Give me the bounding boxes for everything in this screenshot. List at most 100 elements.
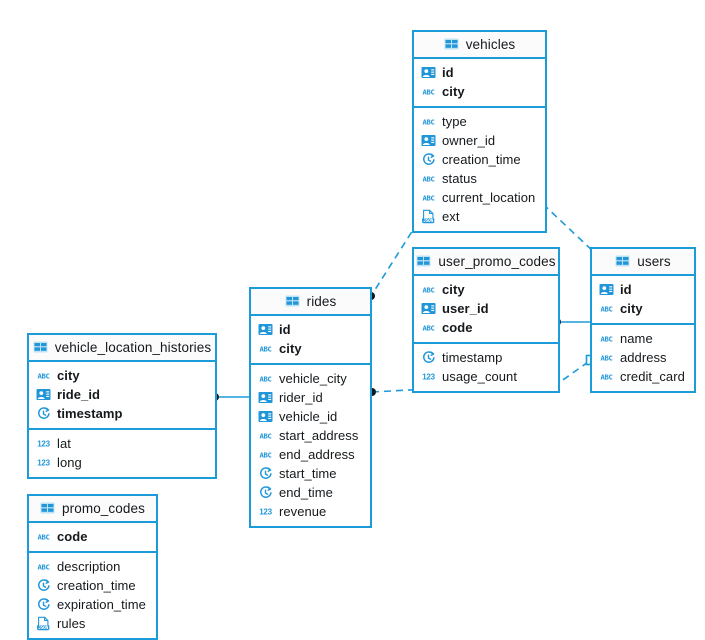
column-name: city (442, 282, 465, 297)
column-name: end_time (279, 485, 333, 500)
table-title-rides: rides (306, 294, 337, 309)
table-icon (40, 501, 55, 516)
column-name: city (620, 301, 643, 316)
table-header-vehicle_location_histories[interactable]: vehicle_location_histories (29, 335, 215, 362)
column-row[interactable]: creation_time (414, 150, 545, 169)
abc-text-icon: ABC (36, 559, 51, 574)
svg-text:ABC: ABC (259, 431, 271, 440)
abc-text-icon: ABC (599, 350, 614, 365)
table-header-vehicles[interactable]: vehicles (414, 32, 545, 59)
column-name: ext (442, 209, 460, 224)
column-name: city (442, 84, 465, 99)
column-row[interactable]: id (592, 280, 694, 299)
svg-text:JSON: JSON (38, 625, 48, 631)
clock-icon (258, 466, 273, 481)
column-row[interactable]: ABC description (29, 557, 156, 576)
column-row[interactable]: creation_time (29, 576, 156, 595)
column-row[interactable]: JSON rules (29, 614, 156, 633)
column-row[interactable]: id (414, 63, 545, 82)
svg-text:JSON: JSON (423, 218, 433, 224)
svg-text:ABC: ABC (600, 372, 612, 381)
abc-text-icon: ABC (599, 301, 614, 316)
column-row[interactable]: rider_id (251, 388, 370, 407)
column-name: user_id (442, 301, 489, 316)
svg-text:ABC: ABC (600, 353, 612, 362)
identity-card-icon (599, 282, 614, 297)
column-row[interactable]: timestamp (414, 348, 558, 367)
column-row[interactable]: ride_id (29, 385, 215, 404)
column-name: creation_time (442, 152, 521, 167)
column-row[interactable]: id (251, 320, 370, 339)
abc-text-icon: ABC (421, 320, 436, 335)
column-row[interactable]: JSON ext (414, 207, 545, 226)
abc-text-icon: ABC (258, 447, 273, 462)
column-name: id (620, 282, 632, 297)
svg-text:ABC: ABC (422, 174, 434, 183)
column-name: lat (57, 436, 71, 451)
column-row[interactable]: ABC city (414, 280, 558, 299)
table-icon (615, 254, 630, 269)
column-name: timestamp (57, 406, 123, 421)
column-row[interactable]: owner_id (414, 131, 545, 150)
column-row[interactable]: ABC credit_card (592, 367, 694, 386)
table-header-users[interactable]: users (592, 249, 694, 276)
column-row[interactable]: ABC city (414, 82, 545, 101)
column-row[interactable]: user_id (414, 299, 558, 318)
column-name: credit_card (620, 369, 685, 384)
column-row[interactable]: vehicle_id (251, 407, 370, 426)
column-name: ride_id (57, 387, 100, 402)
svg-text:ABC: ABC (422, 193, 434, 202)
svg-text:ABC: ABC (422, 285, 434, 294)
table-header-rides[interactable]: rides (251, 289, 370, 316)
table-icon (416, 254, 431, 269)
svg-text:ABC: ABC (37, 371, 49, 380)
column-row[interactable]: expiration_time (29, 595, 156, 614)
column-row[interactable]: ABC end_address (251, 445, 370, 464)
table-header-promo_codes[interactable]: promo_codes (29, 496, 156, 523)
column-name: description (57, 559, 121, 574)
table-title-users: users (637, 254, 671, 269)
column-name: long (57, 455, 82, 470)
column-row[interactable]: end_time (251, 483, 370, 502)
abc-text-icon: ABC (258, 371, 273, 386)
column-name: end_address (279, 447, 355, 462)
column-name: rules (57, 616, 86, 631)
column-name: vehicle_id (279, 409, 338, 424)
clock-icon (258, 485, 273, 500)
abc-text-icon: ABC (258, 341, 273, 356)
svg-text:ABC: ABC (259, 374, 271, 383)
abc-text-icon: ABC (421, 84, 436, 99)
column-row[interactable]: ABC city (592, 299, 694, 318)
table-title-vehicles: vehicles (465, 37, 516, 52)
column-row[interactable]: start_time (251, 464, 370, 483)
column-name: usage_count (442, 369, 518, 384)
table-header-user_promo_codes[interactable]: user_promo_codes (414, 249, 558, 276)
column-row[interactable]: timestamp (29, 404, 215, 423)
